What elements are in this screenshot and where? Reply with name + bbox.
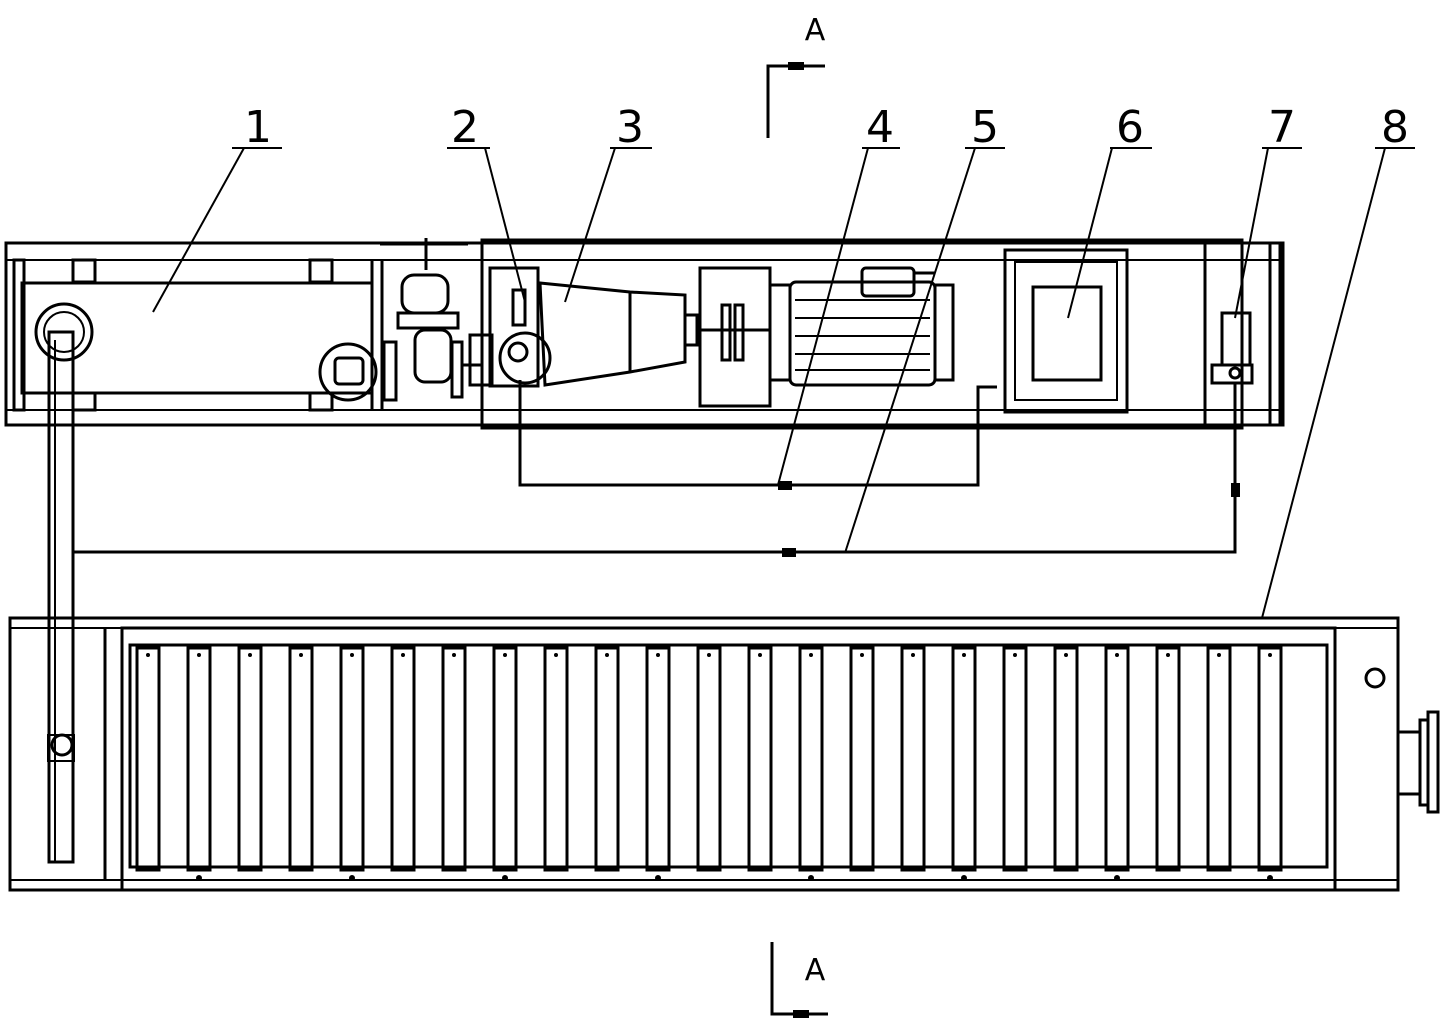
fin-bolt [1064, 653, 1068, 657]
fin-bolt [707, 653, 711, 657]
fin-plate [135, 646, 161, 872]
fin-bolt-bottom [655, 875, 661, 881]
callout-2: 2 [451, 102, 479, 153]
callout-labels: 1 2 3 4 5 6 7 8 [244, 102, 1409, 153]
fin-bolt [197, 653, 201, 657]
fin-bolt [605, 653, 609, 657]
fin-plate [543, 646, 569, 872]
valve-assembly [318, 238, 482, 402]
fin-plate [1206, 646, 1232, 872]
fin-plate [492, 646, 518, 872]
fin-plate [288, 646, 314, 872]
heating-unit-frame [8, 616, 1440, 892]
fin-bolt-bottom [349, 875, 355, 881]
fin-bolt [1217, 653, 1221, 657]
fin-bolt [809, 653, 813, 657]
fin-plate [594, 646, 620, 872]
pump-component [468, 266, 772, 408]
fin-plate [645, 646, 671, 872]
callout-7: 7 [1268, 102, 1296, 153]
control-box [1003, 248, 1129, 414]
fin-plate [798, 646, 824, 872]
fin-bolt [554, 653, 558, 657]
callout-6: 6 [1116, 102, 1144, 153]
fin-plate [1053, 646, 1079, 872]
cables [73, 380, 1240, 557]
fin-bolt [401, 653, 405, 657]
fin-bolt [452, 653, 456, 657]
fin-plate [390, 646, 416, 872]
fin-plate [696, 646, 722, 872]
callout-3: 3 [616, 102, 644, 153]
callout-8: 8 [1381, 102, 1409, 153]
fin-bolt-bottom [961, 875, 967, 881]
fin-bolt [911, 653, 915, 657]
fin-bolt [656, 653, 660, 657]
fin-bolt [1013, 653, 1017, 657]
callout-1: 1 [244, 102, 272, 153]
fin-plate [849, 646, 875, 872]
fin-plate [441, 646, 467, 872]
section-label-top: A [805, 13, 826, 48]
fin-bolt-bottom [808, 875, 814, 881]
fin-plate [1257, 646, 1283, 872]
fin-plate [1002, 646, 1028, 872]
fin-plate [900, 646, 926, 872]
fin-plate [1155, 646, 1181, 872]
fin-bolt [758, 653, 762, 657]
fin-plate [747, 646, 773, 872]
fin-bolt [860, 653, 864, 657]
fin-bolt-bottom [1267, 875, 1273, 881]
section-mark-bottom: A [770, 942, 828, 1018]
fin-bolt [1166, 653, 1170, 657]
fin-plate [237, 646, 263, 872]
section-label-bottom: A [805, 953, 826, 988]
fin-plate [1104, 646, 1130, 872]
fin-bolt [299, 653, 303, 657]
fin-plate [951, 646, 977, 872]
fin-plate [186, 646, 212, 872]
fin-bolt-bottom [196, 875, 202, 881]
coupling [697, 303, 770, 362]
callout-4: 4 [866, 102, 894, 153]
motor-component [768, 266, 955, 387]
fin-bolt [962, 653, 966, 657]
fin-bolt-bottom [1114, 875, 1120, 881]
fin-bolt [146, 653, 150, 657]
fin-bolt [350, 653, 354, 657]
tank-component [20, 258, 384, 412]
heating-fins [135, 646, 1283, 881]
vertical-pipe [34, 302, 94, 864]
fin-bolt-bottom [502, 875, 508, 881]
fin-plate [339, 646, 365, 872]
fin-bolt [248, 653, 252, 657]
callout-5: 5 [971, 102, 999, 153]
section-mark-top: A [766, 13, 826, 138]
sensor-component [1210, 311, 1254, 385]
fin-bolt [503, 653, 507, 657]
fin-bolt [1268, 653, 1272, 657]
fin-bolt [1115, 653, 1119, 657]
upper-frame [4, 238, 1285, 430]
